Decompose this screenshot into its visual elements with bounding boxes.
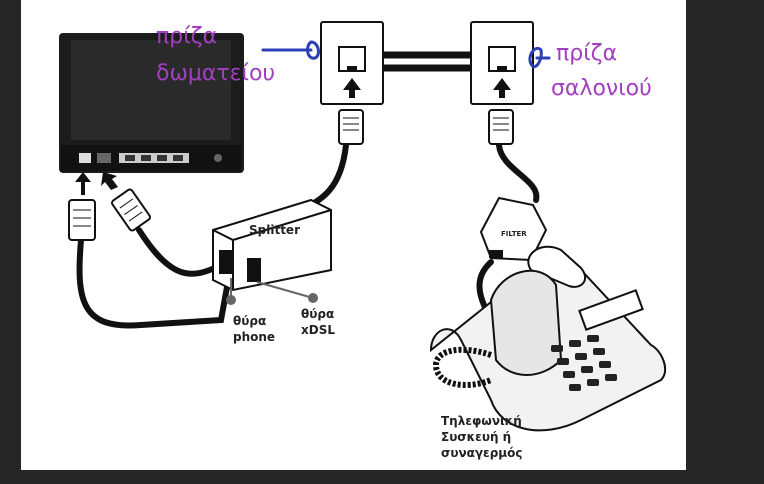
router-icon bbox=[59, 33, 244, 173]
diagram-canvas: Splitter θύρα phone θύρα xDSL FILTER Τηλ… bbox=[21, 0, 686, 470]
room-jack-annotation: πρίζα δωματείου bbox=[156, 24, 275, 86]
wall-jack-icon bbox=[470, 21, 534, 105]
wall-jack-icon bbox=[320, 21, 384, 105]
diagonal-arrow-icon bbox=[101, 172, 118, 190]
rj45-plug-icon bbox=[68, 199, 96, 241]
telephone-icon bbox=[429, 245, 667, 432]
splitter-icon bbox=[212, 198, 332, 292]
phone-port-label: θύρα phone bbox=[233, 314, 275, 344]
annotation-marker-icon bbox=[261, 40, 320, 60]
phone-device-label: Τηλεφωνική Συσκευή ή συναγερμός bbox=[441, 414, 526, 460]
filter-label: FILTER bbox=[501, 230, 527, 238]
up-arrow-icon bbox=[75, 172, 91, 195]
xdsl-port-marker bbox=[308, 293, 318, 303]
jack-link-wire bbox=[381, 51, 471, 72]
phone-port-marker bbox=[226, 295, 236, 305]
splitter-label: Splitter bbox=[249, 223, 300, 237]
rj11-plug-icon bbox=[111, 188, 151, 232]
xdsl-port-label: θύρα xDSL bbox=[301, 307, 338, 337]
rj11-plug-icon bbox=[338, 109, 364, 145]
living-jack-annotation: πρίζα σαλονιού bbox=[551, 41, 652, 101]
annotation-marker-icon bbox=[528, 47, 551, 69]
connection-diagram: Splitter θύρα phone θύρα xDSL FILTER Τηλ… bbox=[59, 21, 667, 460]
rj11-plug-icon bbox=[488, 109, 514, 145]
